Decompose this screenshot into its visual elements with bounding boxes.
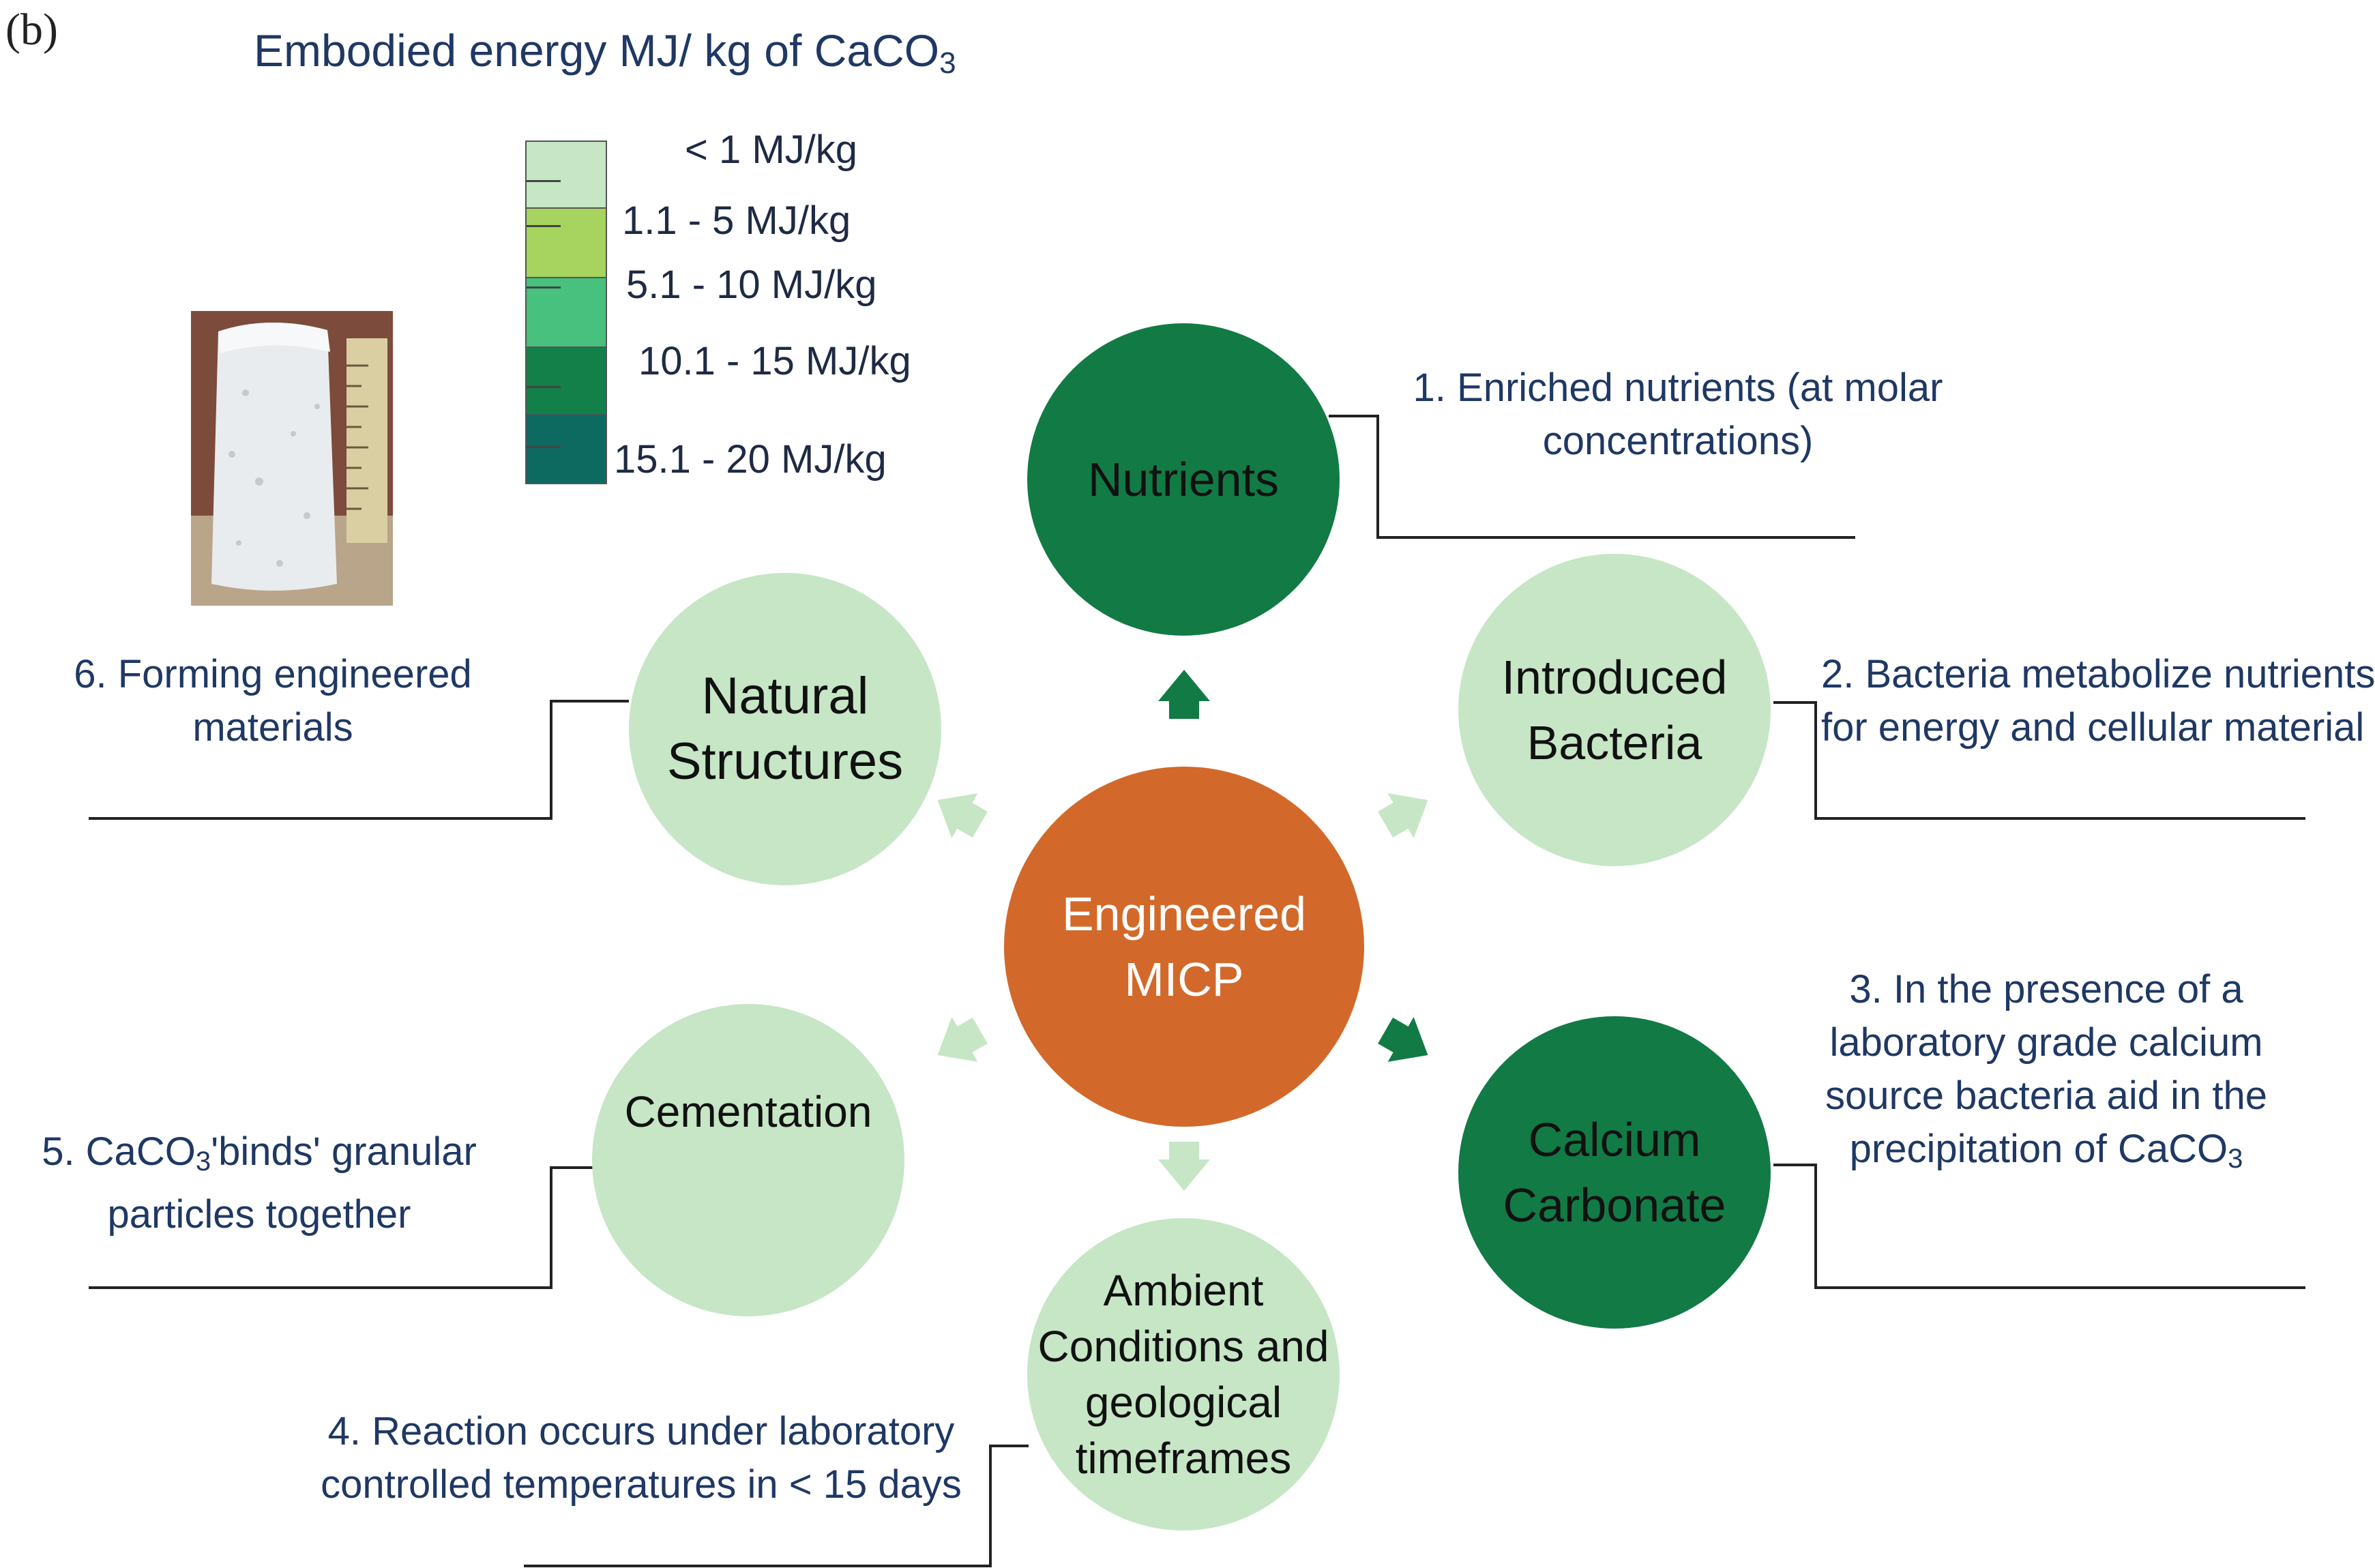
- note-line: precipitation of CaCO3: [1849, 1127, 2243, 1174]
- node-label: Carbonate: [1503, 1179, 1726, 1232]
- node-cementation: Cementation: [592, 1004, 904, 1316]
- legend-tick: [527, 386, 561, 388]
- node-label: Introduced: [1501, 651, 1728, 704]
- arrow-to-nutrients: [1158, 670, 1210, 719]
- arrow-to-bacteria: [1378, 793, 1428, 838]
- note-line: concentrations): [1542, 419, 1814, 463]
- legend-label-4: 10.1 - 15 MJ/kg: [638, 339, 911, 383]
- note-6: 6. Forming engineered materials: [68, 648, 477, 754]
- node-label: Natural: [701, 667, 869, 725]
- node-label: Structures: [666, 733, 904, 790]
- note-line: 1. Enriched nutrients (at molar: [1413, 366, 1943, 410]
- connector-cementation: [89, 1166, 595, 1289]
- note-line: 3. In the presence of a: [1849, 967, 2243, 1011]
- arrow-to-natural: [937, 793, 988, 838]
- node-natural-structures: Natural Structures: [629, 573, 941, 885]
- node-label: MICP: [1124, 953, 1244, 1006]
- note-line: laboratory grade calcium: [1829, 1020, 2263, 1065]
- connector-natural: [89, 700, 629, 820]
- connector-carbonate: [1773, 1164, 2305, 1289]
- note-line: 4. Reaction occurs under laboratory: [327, 1409, 955, 1453]
- node-label: Engineered: [1061, 887, 1307, 941]
- legend-swatch-2: [525, 207, 607, 278]
- legend-tick: [527, 286, 561, 289]
- note-line: materials: [192, 705, 353, 750]
- node-label: timeframes: [1075, 1434, 1292, 1483]
- node-label: Nutrients: [1087, 453, 1280, 506]
- note-line: 6. Forming engineered: [74, 652, 472, 696]
- legend-tick: [527, 180, 561, 182]
- arrow-to-ambient: [1158, 1142, 1210, 1191]
- legend-swatch-4: [525, 346, 607, 415]
- legend-label-2: 1.1 - 5 MJ/kg: [622, 198, 851, 243]
- legend-swatch-5: [525, 413, 607, 484]
- legend-label-3: 5.1 - 10 MJ/kg: [626, 263, 877, 307]
- node-label: Ambient: [1103, 1266, 1264, 1315]
- note-line: particles together: [107, 1192, 411, 1237]
- node-label: geological: [1085, 1378, 1282, 1427]
- node-nutrients: Nutrients: [1027, 323, 1340, 636]
- connector-nutrients: [1329, 415, 1855, 539]
- legend-tick: [527, 225, 561, 227]
- legend-title: Embodied energy MJ/ kg of CaCO3: [254, 25, 956, 80]
- specimen-photo: [191, 311, 393, 606]
- note-1: 1. Enriched nutrients (at molar concentr…: [1412, 361, 1944, 468]
- note-line: 5. CaCO3'binds' granular: [42, 1129, 477, 1177]
- connector-ambient: [524, 1445, 1029, 1567]
- node-label: Calcium: [1528, 1113, 1701, 1166]
- arrow-to-carbonate: [1378, 1017, 1428, 1062]
- note-2: 2. Bacteria metabolize nutrients for ene…: [1821, 648, 2375, 754]
- node-calcium-carbonate: Calcium Carbonate: [1458, 1016, 1771, 1329]
- legend-tick: [527, 446, 561, 448]
- node-label: Cementation: [624, 1087, 872, 1136]
- legend-label-1: < 1 MJ/kg: [685, 128, 858, 172]
- panel-label: (b): [5, 5, 58, 55]
- note-4: 4. Reaction occurs under laboratory cont…: [300, 1405, 982, 1511]
- node-label: Bacteria: [1526, 716, 1702, 769]
- node-label: Conditions and: [1037, 1322, 1329, 1371]
- note-3: 3. In the presence of a laboratory grade…: [1773, 963, 2319, 1185]
- note-line: 2. Bacteria metabolize nutrients: [1821, 652, 2375, 696]
- legend-label-5: 15.1 - 20 MJ/kg: [614, 437, 887, 482]
- note-line: for energy and cellular material: [1821, 705, 2365, 750]
- node-ambient-conditions: Ambient Conditions and geological timefr…: [1027, 1218, 1340, 1530]
- note-line: source bacteria aid in the: [1825, 1074, 2268, 1118]
- arrow-to-cementation: [937, 1017, 988, 1062]
- connector-bacteria: [1773, 701, 2305, 820]
- node-engineered-micp: Engineered MICP: [1004, 767, 1364, 1127]
- note-line: controlled temperatures in < 15 days: [321, 1462, 962, 1507]
- note-5: 5. CaCO3'binds' granular particles toget…: [34, 1125, 484, 1241]
- node-introduced-bacteria: Introduced Bacteria: [1458, 554, 1771, 866]
